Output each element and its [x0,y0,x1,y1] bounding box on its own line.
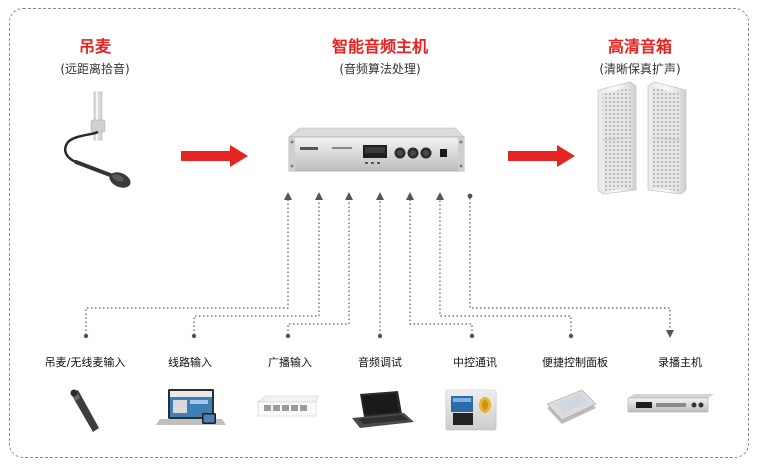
connector-dot [467,193,473,199]
diagram-frame [9,8,749,458]
arrowhead-up-icon [284,192,292,200]
access-control-terminal-icon [445,389,497,431]
connector-dot [568,333,574,339]
red-arrow-icon [508,145,575,167]
notebook-computer-icon [352,391,414,428]
arrowhead-up-icon [436,192,444,200]
microphone-subtitle: (远距离拾音) [60,62,130,76]
connector-dot [377,333,383,339]
arrowhead-up-icon [406,192,414,200]
microphone-title: 吊麦 [78,37,111,56]
hanging-microphone-icon [64,91,131,188]
input-label-line: 线路输入 [168,356,212,369]
input-label-control-panel: 便捷控制面板 [542,356,608,369]
red-arrow-icon [181,145,248,167]
processor-title: 智能音频主机 [331,37,428,56]
network-switch-icon [257,395,319,417]
laptop-icon [156,389,226,425]
arrowhead-up-icon [345,192,353,200]
arrowhead-up-icon [376,192,384,200]
input-label-central-control: 中控通讯 [453,356,497,369]
wireless-microphone-icon [70,389,99,432]
connector-dot [83,333,89,339]
input-label-audio-debug: 音频调试 [358,356,402,369]
input-label-broadcast: 广播输入 [268,356,312,369]
audio-processor-unit-icon [288,127,465,172]
speaker-left-icon [597,81,637,195]
connector-dot [191,333,197,339]
input-label-recording-host: 录播主机 [658,356,702,369]
control-panel-icon [546,389,597,424]
recording-host-unit-icon [627,394,714,413]
input-label-microphone: 吊麦/无线麦输入 [44,356,126,369]
processor-subtitle: (音频算法处理) [339,62,421,76]
arrowhead-down-icon [666,330,674,338]
speaker-title: 高清音箱 [607,37,672,56]
arrowhead-up-icon [315,192,323,200]
speaker-right-icon [647,81,687,195]
connection-lines [85,198,671,335]
speaker-subtitle: (清晰保真扩声) [599,62,681,76]
connector-dot [285,333,291,339]
connector-dot [469,333,475,339]
